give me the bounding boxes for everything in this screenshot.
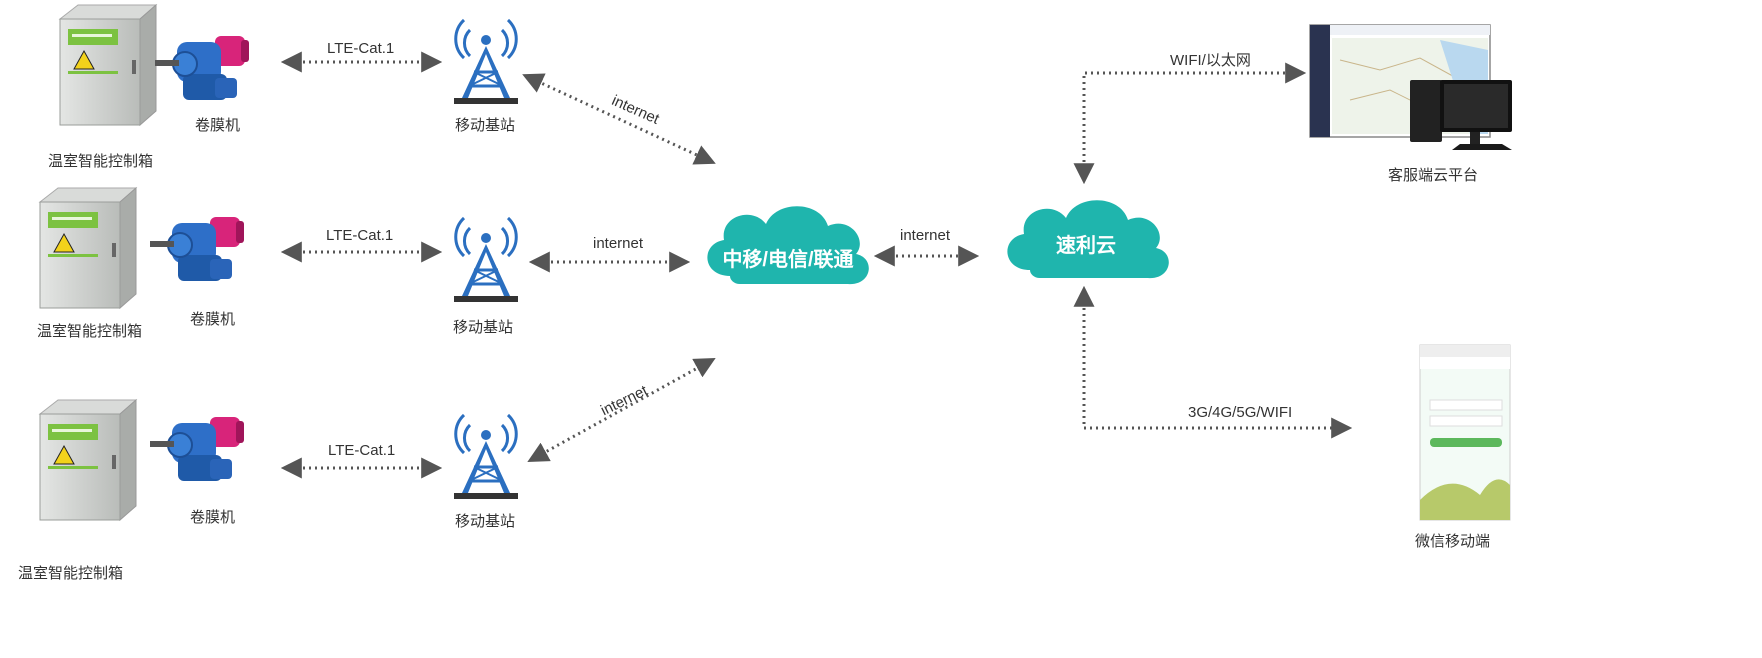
- tower-1-label: 移动基站: [455, 117, 516, 134]
- link-cloud-platform: [1073, 62, 1307, 185]
- tower-2-label: 移动基站: [453, 319, 514, 336]
- link-cloud-platform-label: WIFI/以太网: [1170, 52, 1251, 69]
- motor-1-label: 卷膜机: [195, 117, 241, 134]
- control-box-2: [39, 187, 137, 309]
- link-cloud-mobile-label: 3G/4G/5G/WIFI: [1188, 404, 1293, 421]
- link-tower3-carrier: [527, 357, 716, 463]
- link-row3-label: LTE-Cat.1: [328, 442, 396, 459]
- tower-3: [452, 413, 520, 501]
- motor-3-label: 卷膜机: [190, 509, 236, 526]
- link-tower2-label: internet: [593, 235, 644, 252]
- tower-3-label: 移动基站: [455, 513, 516, 530]
- platform-label: 客服端云平台: [1388, 167, 1479, 184]
- tower-2: [452, 216, 520, 304]
- link-row1-label: LTE-Cat.1: [327, 40, 395, 57]
- carrier-cloud: 中移/电信/联通: [707, 206, 869, 285]
- motor-3: [149, 416, 245, 482]
- control-box-1: [59, 4, 157, 126]
- tower-1: [452, 18, 520, 106]
- link-carrier-cloud-label: internet: [900, 227, 951, 244]
- link-row2-label: LTE-Cat.1: [326, 227, 394, 244]
- suli-cloud: 速利云: [1007, 200, 1169, 279]
- control-box-1-label: 温室智能控制箱: [48, 153, 154, 170]
- control-box-3: [39, 399, 137, 521]
- control-box-2-label: 温室智能控制箱: [37, 323, 143, 340]
- link-cloud-mobile: [1073, 285, 1353, 439]
- carrier-cloud-label: 中移/电信/联通: [722, 247, 853, 271]
- mobile-label: 微信移动端: [1415, 533, 1491, 550]
- motor-2: [149, 216, 245, 282]
- motor-2-label: 卷膜机: [190, 311, 236, 328]
- platform-computer: [1309, 24, 1512, 150]
- mobile-phone: [1419, 344, 1511, 521]
- motor-1: [154, 35, 250, 101]
- suli-cloud-label: 速利云: [1056, 234, 1116, 257]
- link-tower1-carrier: [522, 73, 716, 165]
- control-box-3-label: 温室智能控制箱: [18, 565, 124, 582]
